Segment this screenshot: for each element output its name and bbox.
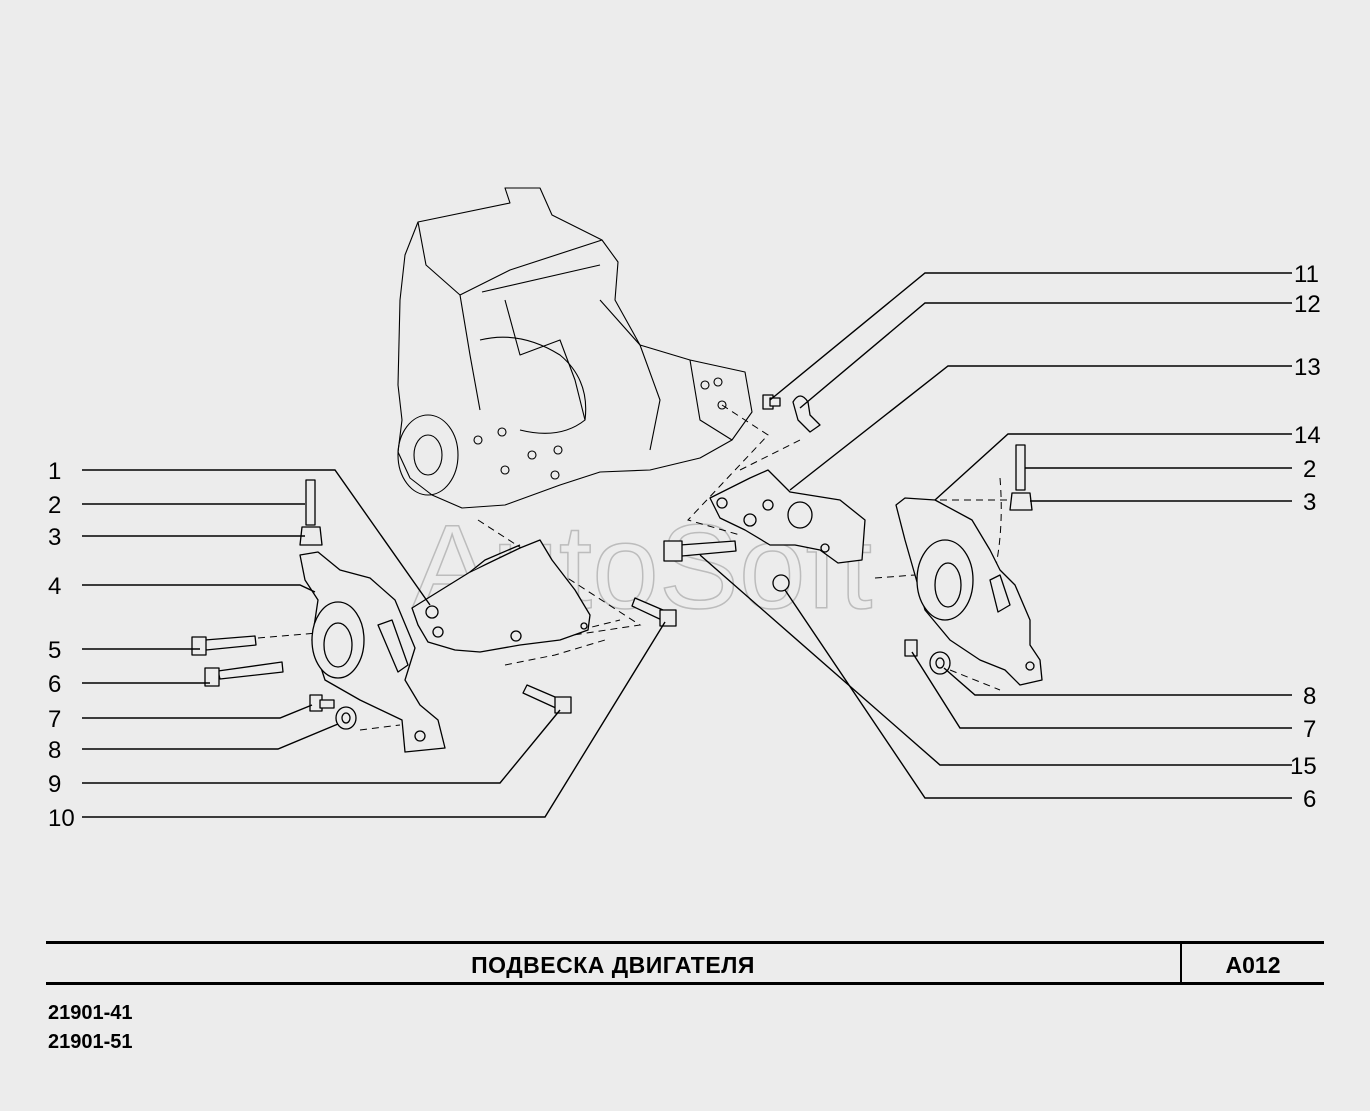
model-code-1: 21901-41 bbox=[48, 1002, 133, 1024]
callout-6-right: 6 bbox=[1303, 786, 1316, 813]
leader-lines bbox=[82, 272, 1292, 818]
callout-1: 1 bbox=[48, 458, 61, 485]
engine-outline bbox=[397, 187, 753, 509]
callout-10: 10 bbox=[48, 805, 75, 832]
page-title: ПОДВЕСКА ДВИГАТЕЛЯ bbox=[471, 952, 755, 978]
callout-9: 9 bbox=[48, 771, 61, 798]
title-divider bbox=[1180, 944, 1182, 982]
callout-4: 4 bbox=[48, 573, 61, 600]
callout-13: 13 bbox=[1294, 354, 1321, 381]
callout-8-right: 8 bbox=[1303, 683, 1316, 710]
engine-mount-diagram: AutoSoft bbox=[48, 187, 1321, 832]
callouts-left: 1 2 3 4 5 6 7 8 9 10 bbox=[48, 458, 75, 832]
callout-3-right: 3 bbox=[1303, 489, 1316, 516]
callout-6: 6 bbox=[48, 671, 61, 698]
callout-3: 3 bbox=[48, 524, 61, 551]
callout-8: 8 bbox=[48, 737, 61, 764]
title-block: ПОДВЕСКА ДВИГАТЕЛЯ A012 bbox=[46, 941, 1324, 985]
right-engine-mount bbox=[895, 444, 1043, 686]
left-bracket bbox=[411, 539, 677, 714]
callout-7: 7 bbox=[48, 706, 61, 733]
model-code-2: 21901-51 bbox=[48, 1031, 133, 1053]
callout-2-right: 2 bbox=[1303, 456, 1316, 483]
callout-2: 2 bbox=[48, 492, 61, 519]
callout-14: 14 bbox=[1294, 422, 1321, 449]
callout-12: 12 bbox=[1294, 291, 1321, 318]
callout-15: 15 bbox=[1290, 753, 1317, 780]
right-bracket bbox=[663, 394, 866, 592]
left-engine-mount bbox=[191, 479, 446, 753]
callout-7-right: 7 bbox=[1303, 716, 1316, 743]
callout-5: 5 bbox=[48, 637, 61, 664]
callout-11: 11 bbox=[1294, 261, 1319, 288]
page-code: A012 bbox=[1225, 952, 1281, 978]
callouts-right: 11 12 13 14 2 3 8 7 15 6 bbox=[1290, 261, 1321, 813]
